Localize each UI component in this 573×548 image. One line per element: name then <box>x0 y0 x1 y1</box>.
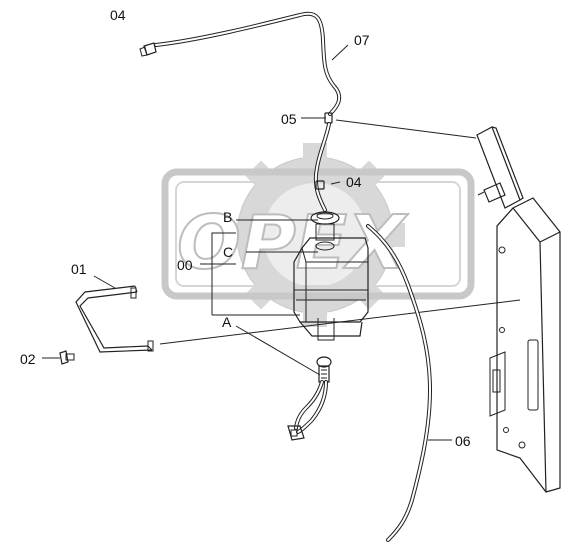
label-01: 01 <box>71 261 87 277</box>
label-A: A <box>222 314 232 330</box>
watermark-text: OPEX <box>177 200 409 286</box>
bracket-01 <box>75 285 154 353</box>
label-04-mid: 04 <box>346 174 362 190</box>
label-C: C <box>223 244 233 260</box>
label-00: 00 <box>177 257 193 273</box>
clip-04-top <box>139 42 157 57</box>
label-04-top: 04 <box>110 7 126 23</box>
label-05: 05 <box>281 111 297 127</box>
label-02: 02 <box>20 351 36 367</box>
label-06: 06 <box>455 433 471 449</box>
label-B: B <box>223 209 232 225</box>
pump-connector-A <box>287 356 332 441</box>
clip-04-mid <box>315 180 325 190</box>
hose-upper-to-tank <box>313 122 331 212</box>
hose-06 <box>366 224 433 542</box>
opex-watermark: OPEX <box>161 143 475 327</box>
label-07: 07 <box>354 32 370 48</box>
hose-07 <box>154 11 342 116</box>
mounting-bracket <box>476 126 561 493</box>
part-labels: 04 07 05 04 B C 00 01 A 02 06 <box>20 7 471 449</box>
washer-tank <box>293 211 369 341</box>
bolt-02 <box>59 350 75 365</box>
